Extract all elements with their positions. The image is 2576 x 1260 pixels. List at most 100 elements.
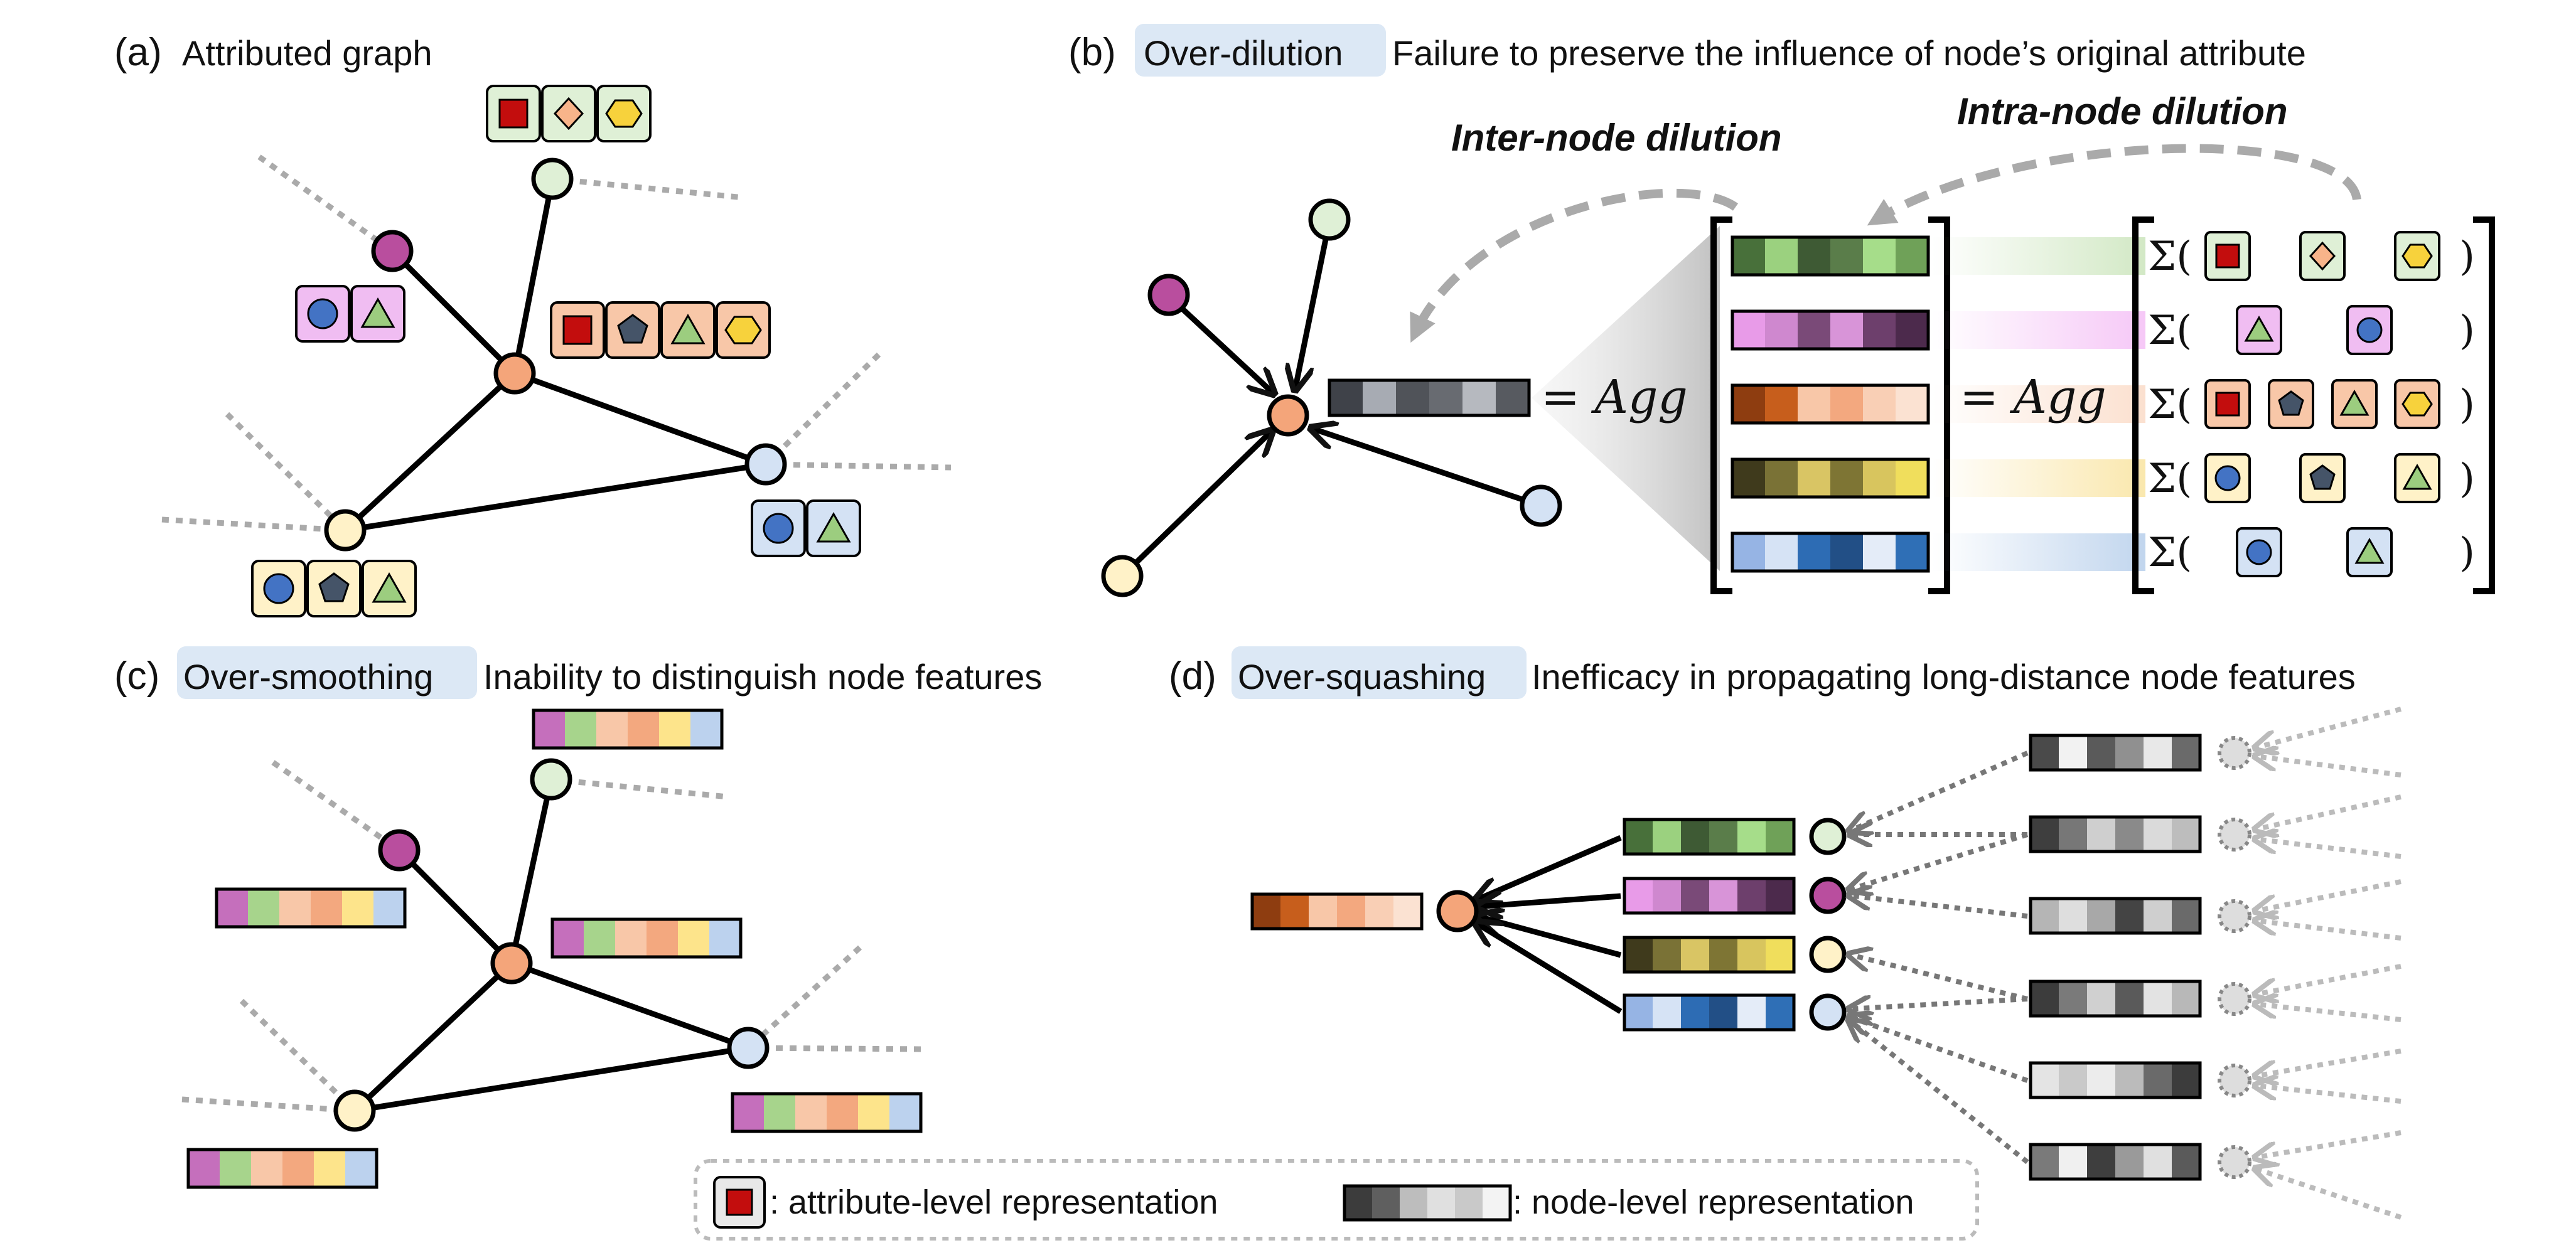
badge-over-smoothing-label: Over-smoothing — [183, 657, 433, 697]
node-green — [1809, 818, 1847, 855]
node-purple — [1809, 877, 1847, 914]
hexagon-icon — [2402, 243, 2433, 269]
attr-row-blue — [2236, 527, 2393, 577]
circle-icon — [2214, 465, 2241, 491]
panel-a-title: Attributed graph — [182, 33, 432, 73]
pentagon-icon — [617, 314, 648, 344]
panel-d-letter: (d) — [1169, 654, 1216, 698]
node-center — [493, 352, 536, 395]
badge-over-dilution-label: Over-dilution — [1144, 33, 1343, 73]
node-blue — [1520, 484, 1562, 527]
pentagon-icon — [318, 572, 350, 602]
node-blue — [727, 1027, 770, 1069]
hop1-vector-pink — [1623, 877, 1796, 915]
hexagon-icon — [605, 99, 643, 128]
hop2-vector-1 — [2029, 734, 2202, 772]
node-green — [1308, 198, 1351, 241]
close-row-5: ) — [2459, 530, 2475, 576]
panel-c-title: Inability to distinguish node features — [483, 657, 1042, 697]
pentagon-icon — [2278, 390, 2304, 416]
square-icon — [562, 315, 593, 345]
circle-icon — [763, 513, 794, 544]
sigma-row-5: Σ( — [2148, 530, 2192, 576]
inter-dilution-arrow — [1410, 188, 1739, 343]
sigma-row-1: Σ( — [2148, 233, 2192, 280]
hexagon-icon — [724, 316, 762, 344]
close-row-1: ) — [2459, 233, 2475, 280]
circle-icon — [307, 298, 338, 329]
smoothed-vector-5 — [186, 1148, 378, 1189]
node-center — [1436, 890, 1479, 932]
attribute-group-center — [550, 301, 771, 359]
node-center — [490, 942, 533, 985]
node-vector-green — [1731, 235, 1930, 277]
node-yellow — [333, 1089, 376, 1132]
close-row-3: ) — [2459, 382, 2475, 428]
hop2-vector-6 — [2029, 1143, 2202, 1181]
triangle-icon — [360, 297, 395, 328]
smoothed-vector-3 — [550, 917, 743, 959]
attr-row-pink — [2236, 305, 2393, 355]
agg-equation-2: = Agg — [1960, 370, 2106, 424]
panel-a-letter: (a) — [114, 31, 162, 74]
node-blue — [1809, 993, 1847, 1031]
aggregated-node-vector — [1328, 378, 1531, 417]
hop2-vector-4 — [2029, 980, 2202, 1018]
smoothed-vector-4 — [731, 1092, 923, 1133]
agg-equation-1: = Agg — [1541, 370, 1688, 424]
attribute-group-yellow — [251, 560, 417, 617]
hexagon-icon — [2402, 392, 2433, 417]
panel-d: (d) Over-squashing Inefficacy in propaga… — [1169, 646, 2402, 1220]
badge-over-dilution — [1135, 24, 1386, 77]
square-icon — [726, 1188, 753, 1216]
attr-row-yellow — [2204, 453, 2440, 503]
distant-node — [2218, 1064, 2251, 1097]
panel-c: (c) Over-smoothing Inability to distingu… — [114, 646, 1042, 1189]
node-purple — [371, 230, 414, 272]
badge-over-squashing — [1232, 646, 1527, 699]
square-icon — [2215, 243, 2240, 269]
smoothed-vector-2 — [215, 887, 407, 929]
legend-node-swatch — [1343, 1184, 1512, 1222]
sigma-row-4: Σ( — [2148, 456, 2192, 502]
inter-node-dilution-label: Inter-node dilution — [1451, 117, 1782, 159]
triangle-icon — [2244, 315, 2274, 342]
circle-icon — [263, 573, 294, 604]
smoothed-vector-1 — [532, 708, 724, 750]
distant-node — [2218, 982, 2251, 1016]
hop2-vector-5 — [2029, 1061, 2202, 1099]
node-vector-blue — [1731, 531, 1930, 573]
triangle-icon — [2402, 463, 2432, 490]
panel-d-title: Inefficacy in propagating long-distance … — [1532, 657, 2356, 697]
legend: : attribute-level representation : node-… — [694, 1159, 1979, 1241]
intra-dilution-arrow — [1867, 144, 2361, 226]
square-icon — [2215, 392, 2240, 417]
panel-b: (b) Over-dilution Failure to preserve th… — [1068, 24, 2495, 597]
legend-frame — [694, 1159, 1979, 1241]
node-yellow — [1101, 555, 1144, 597]
triangle-icon — [2339, 389, 2369, 416]
diamond-icon — [2309, 241, 2336, 271]
attribute-group-green — [486, 85, 652, 142]
intra-node-dilution-label: Intra-node dilution — [1957, 90, 2288, 132]
node-yellow — [1809, 936, 1847, 973]
close-row-2: ) — [2459, 307, 2475, 354]
triangle-icon — [372, 572, 407, 603]
node-center — [1267, 394, 1309, 437]
node-green — [530, 758, 572, 801]
triangle-icon — [816, 511, 851, 543]
node-vector-orange — [1731, 383, 1930, 425]
attribute-group-purple — [295, 285, 405, 343]
right-matrix-bracket-close — [2473, 216, 2495, 594]
sigma-row-2: Σ( — [2148, 307, 2192, 354]
node-yellow — [324, 509, 367, 552]
badge-over-smoothing — [177, 646, 477, 699]
panel-b-letter: (b) — [1068, 31, 1116, 74]
square-icon — [498, 99, 529, 129]
legend-attr-text: : attribute-level representation — [770, 1183, 1218, 1221]
node-vector-pink — [1731, 309, 1930, 351]
legend-node-text: : node-level representation — [1513, 1183, 1914, 1221]
triangle-icon — [670, 313, 706, 344]
panel-c-letter: (c) — [114, 654, 159, 698]
distant-node — [2218, 818, 2251, 852]
